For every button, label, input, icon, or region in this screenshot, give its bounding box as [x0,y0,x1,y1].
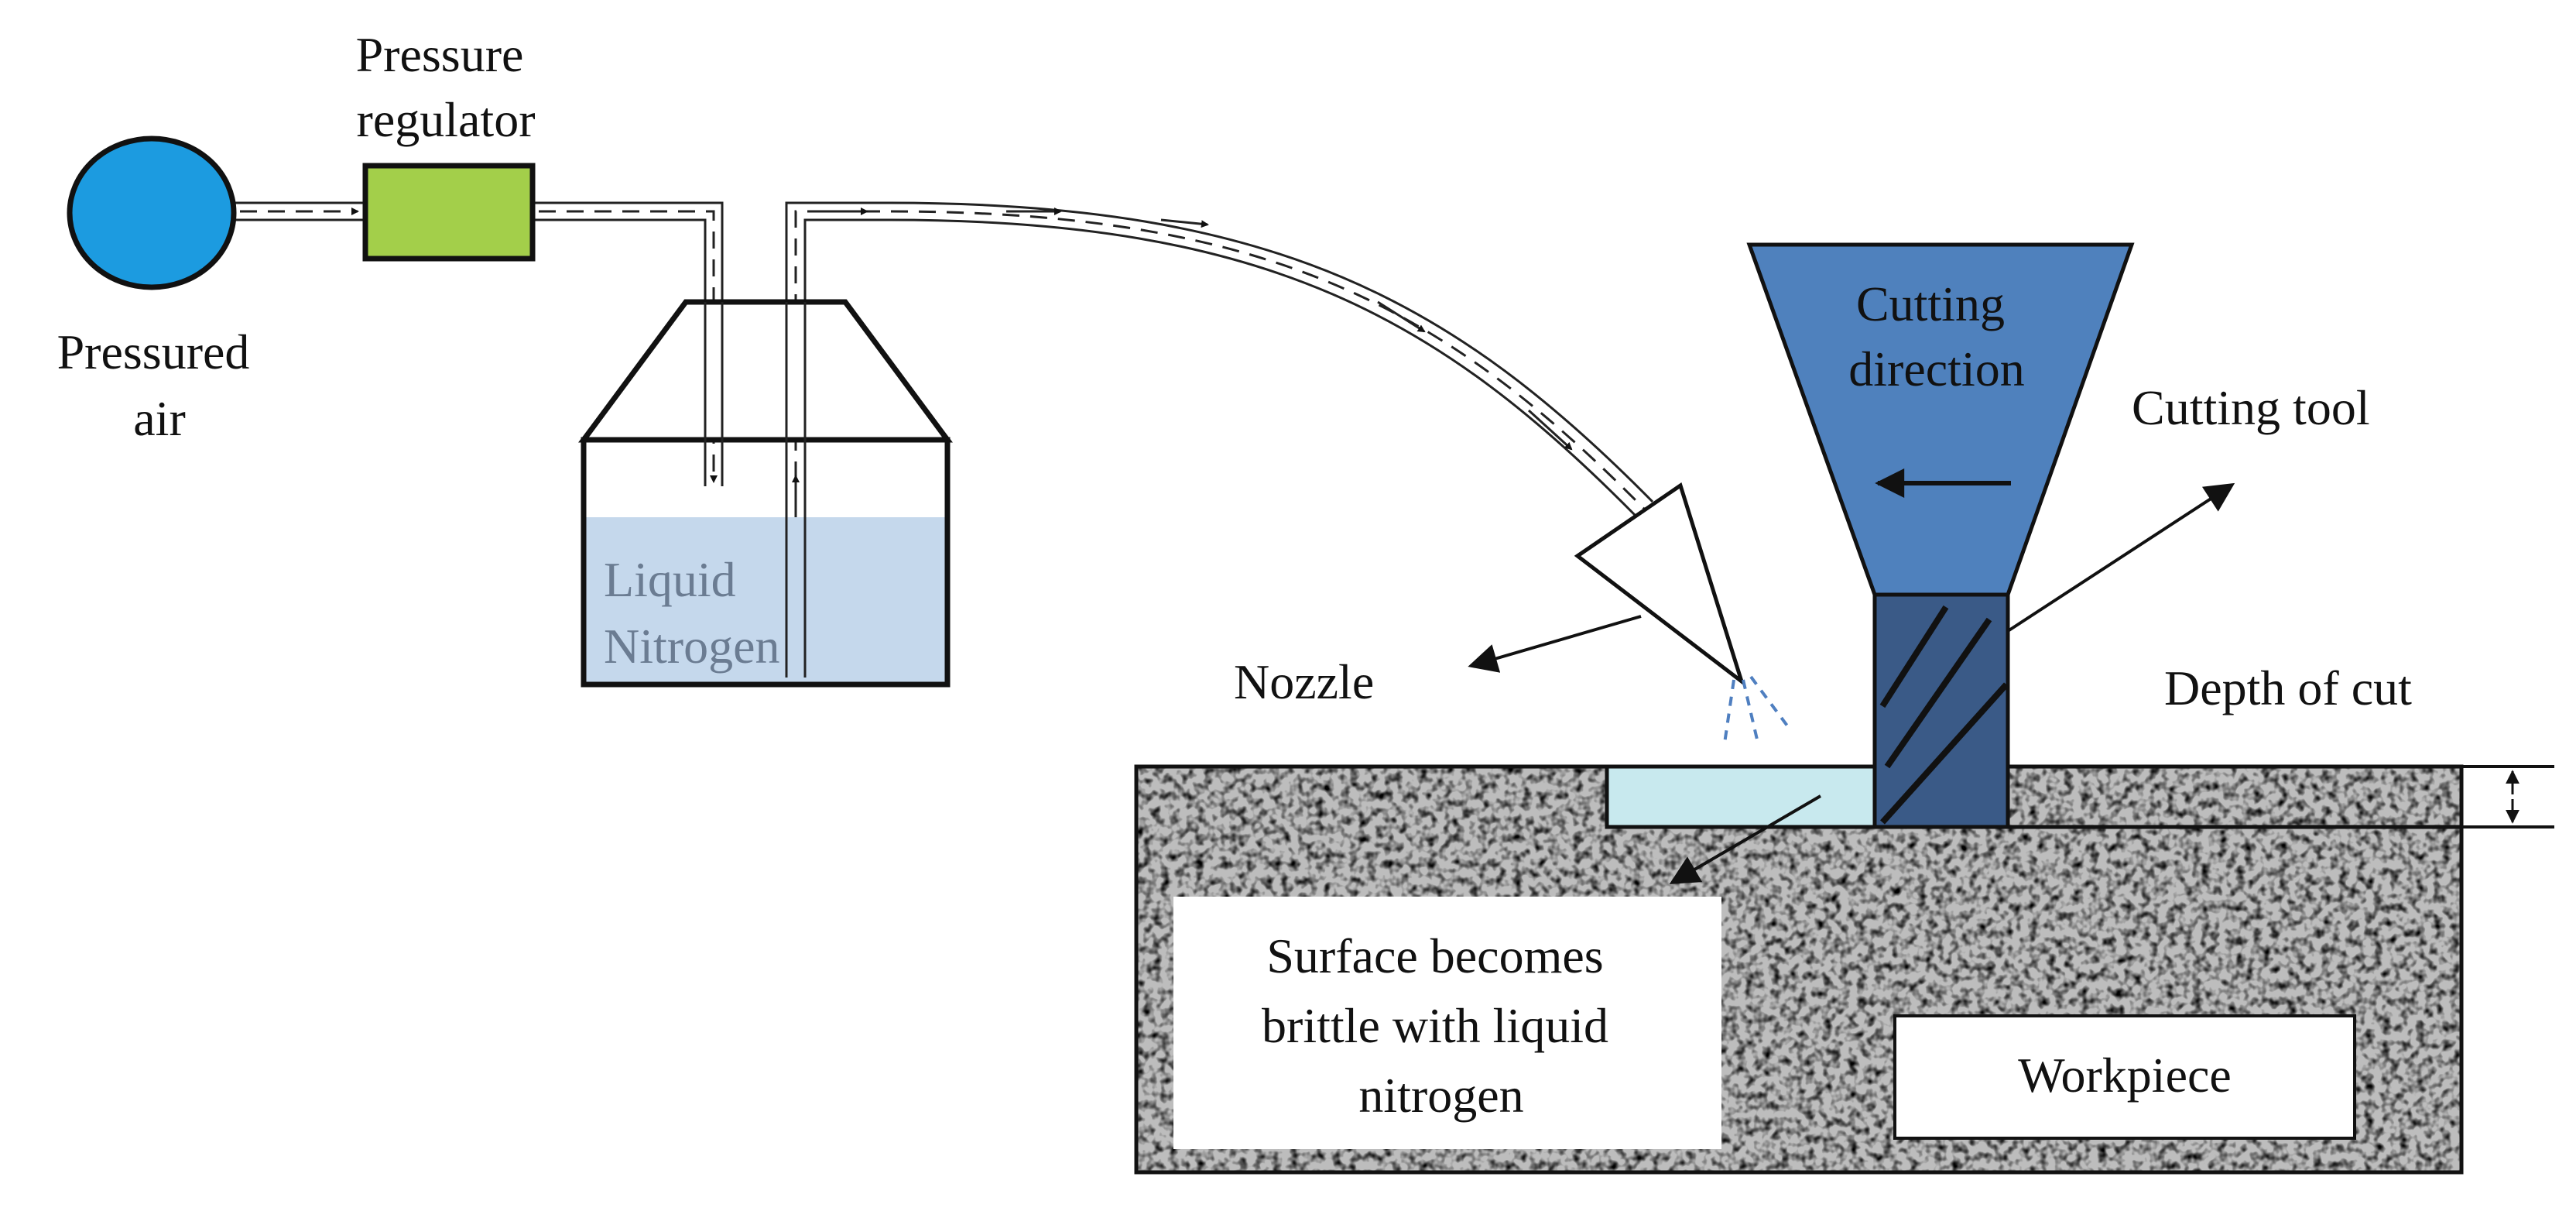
nozzle-pointer-arrow [1468,615,1642,673]
depth-of-cut-label: Depth of cut [2164,660,2412,715]
brittle-pointer-arrow [1669,794,1822,884]
cutting-direction-label: Cutting direction [1848,276,2024,396]
nitrogen-supply-pipe [785,201,1654,678]
workpiece-label-box [1893,1014,2356,1140]
nitrogen-spray [1723,675,1793,744]
depth-of-cut-indicator [2461,765,2554,828]
liquid-nitrogen-label: Liquid Nitrogen [604,552,780,674]
cutting-tool-label: Cutting tool [2132,380,2370,435]
pressure-regulator-label: Pressure regulator [356,27,536,147]
dewar-pipes-overlay [704,302,807,678]
brittle-nitrogen-layer [1605,764,1880,829]
surface-note-box [1173,897,1721,1149]
air-pipe-to-regulator [234,201,365,221]
surface-note-text: Surface becomes brittle with liquid nitr… [1262,928,1621,1123]
nozzle-label: Nozzle [1234,654,1374,709]
workpiece-label: Workpiece [2018,1048,2232,1103]
pressured-air-tank [67,136,237,290]
cutting-tool-pointer-arrow [2006,482,2235,633]
pressure-regulator [362,163,536,262]
pressured-air-label: Pressured air [57,324,262,446]
nozzle [1574,482,1745,687]
liquid-nitrogen-dewar [578,299,953,688]
cutting-tool-shank [1872,592,2010,829]
